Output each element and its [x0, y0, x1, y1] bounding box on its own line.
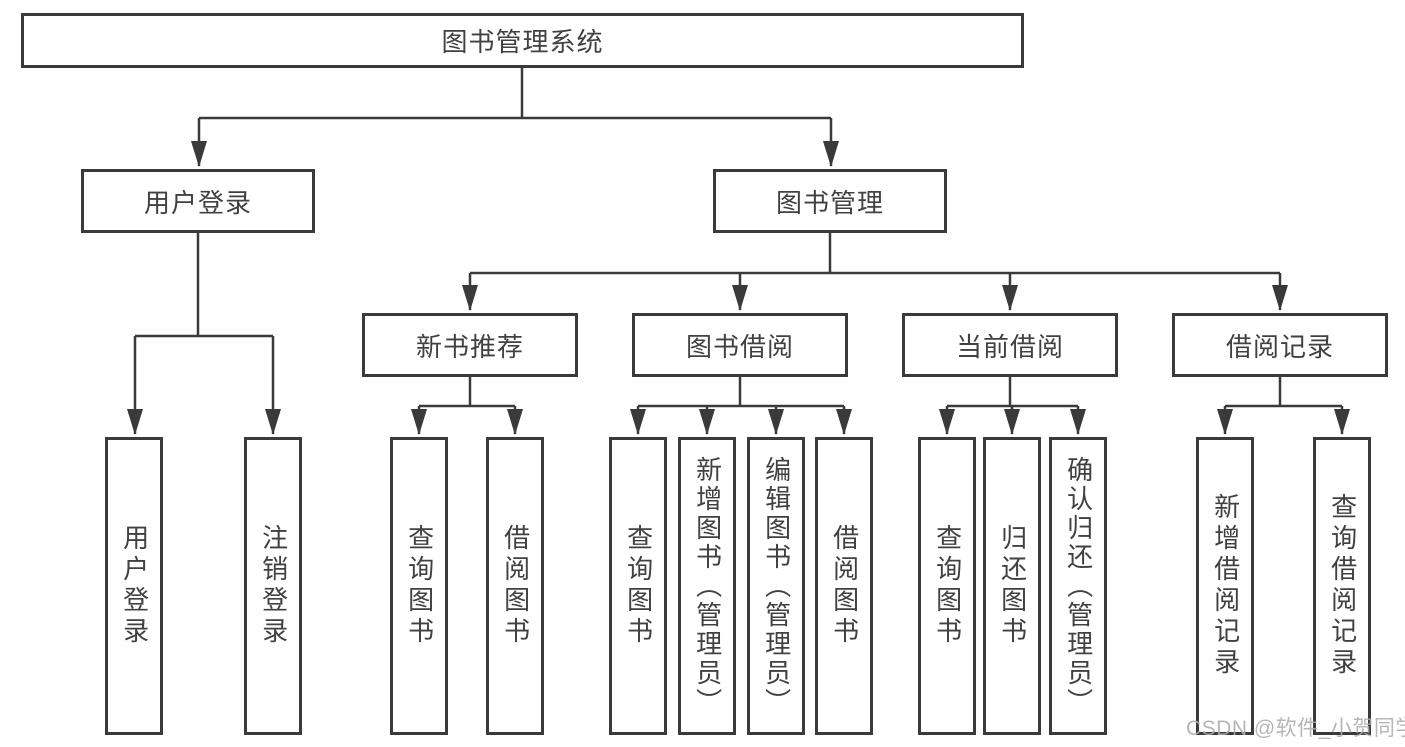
- connector-trunks: [135, 68, 1342, 408]
- node-borrowing-records: 借阅记录: [1172, 313, 1388, 377]
- node-leaf-query-books-current: 查询图书: [918, 437, 976, 735]
- node-leaf-borrow-books-recommend: 借阅图书: [486, 437, 544, 735]
- csdn-watermark: CSDN @软件_小贺同学: [1186, 717, 1405, 740]
- node-leaf-user-login: 用户登录: [105, 437, 163, 735]
- node-leaf-add-borrow-record: 新增借阅记录: [1196, 437, 1254, 735]
- node-book-borrowing: 图书借阅: [632, 313, 848, 377]
- node-leaf-confirm-return-admin: 确认归还（管理员）: [1049, 437, 1107, 735]
- node-current-borrowing: 当前借阅: [902, 313, 1118, 377]
- node-new-book-recommend: 新书推荐: [362, 313, 578, 377]
- node-leaf-borrow-books: 借阅图书: [815, 437, 873, 735]
- node-leaf-return-books: 归还图书: [983, 437, 1041, 735]
- node-leaf-query-borrow-record: 查询借阅记录: [1313, 437, 1371, 735]
- node-user-login: 用户登录: [81, 169, 315, 233]
- node-book-management: 图书管理: [713, 169, 947, 233]
- node-leaf-query-books-recommend: 查询图书: [390, 437, 448, 735]
- node-root-system: 图书管理系统: [21, 13, 1024, 68]
- arrow-drops: [127, 118, 1350, 435]
- node-leaf-logout: 注销登录: [244, 437, 302, 735]
- node-leaf-add-books-admin: 新增图书（管理员）: [678, 437, 736, 735]
- node-leaf-edit-books-admin: 编辑图书（管理员）: [747, 437, 805, 735]
- node-leaf-query-books-borrow: 查询图书: [609, 437, 667, 735]
